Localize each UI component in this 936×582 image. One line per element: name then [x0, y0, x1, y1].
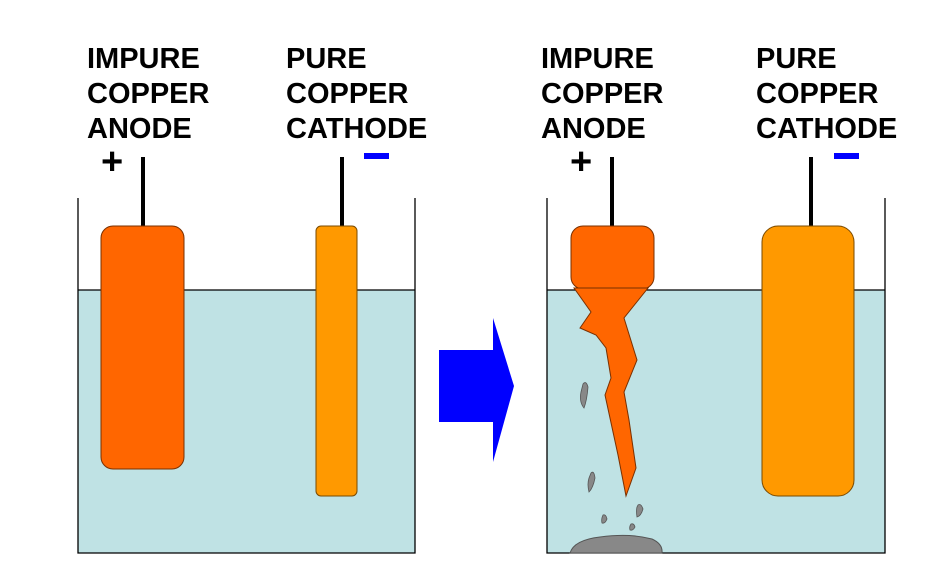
before-cathode-minus-sign — [364, 153, 389, 159]
after-impurity-particles — [580, 382, 644, 531]
before-cell: + − IMPURE COPPER ANODE PURE COPPER CATH… — [77, 43, 427, 554]
impurity-particle — [636, 504, 644, 518]
before-cathode-label-line2: COPPER — [286, 78, 409, 110]
after-anode-plus-sign: + — [570, 141, 592, 183]
after-anode-sludge — [569, 534, 663, 554]
before-anode-plate — [100, 225, 185, 470]
impurity-particle — [601, 514, 608, 524]
before-anode-label-line2: COPPER — [87, 78, 210, 110]
after-cathode-minus-sign — [834, 153, 859, 159]
before-beaker — [77, 198, 416, 554]
after-cathode-label-line3: CATHODE — [756, 113, 897, 145]
arrow-right-icon — [439, 318, 514, 462]
after-cathode-label-line1: PURE — [756, 43, 837, 75]
after-cathode-label-line2: COPPER — [756, 78, 879, 110]
impurity-particle — [629, 523, 636, 531]
before-anode-label-line1: IMPURE — [87, 43, 200, 75]
impurity-particle — [587, 471, 596, 493]
after-anode-label-line3: ANODE — [541, 113, 646, 145]
after-anode-remnant — [573, 287, 650, 498]
after-cathode-plate — [761, 225, 855, 497]
impurity-particle — [580, 382, 589, 409]
after-beaker — [546, 198, 886, 554]
after-anode-label-line1: IMPURE — [541, 43, 654, 75]
after-anode-plate — [570, 225, 655, 290]
after-cell: + − IMPURE COPPER ANODE PURE COPPER CATH… — [541, 43, 897, 554]
before-cathode-plate — [315, 225, 358, 497]
before-cathode-label-line3: CATHODE — [286, 113, 427, 145]
after-anode-label-line2: COPPER — [541, 78, 664, 110]
before-anode-label-line3: ANODE — [87, 113, 192, 145]
before-anode-plus-sign: + — [101, 141, 123, 183]
before-cathode-label-line1: PURE — [286, 43, 367, 75]
